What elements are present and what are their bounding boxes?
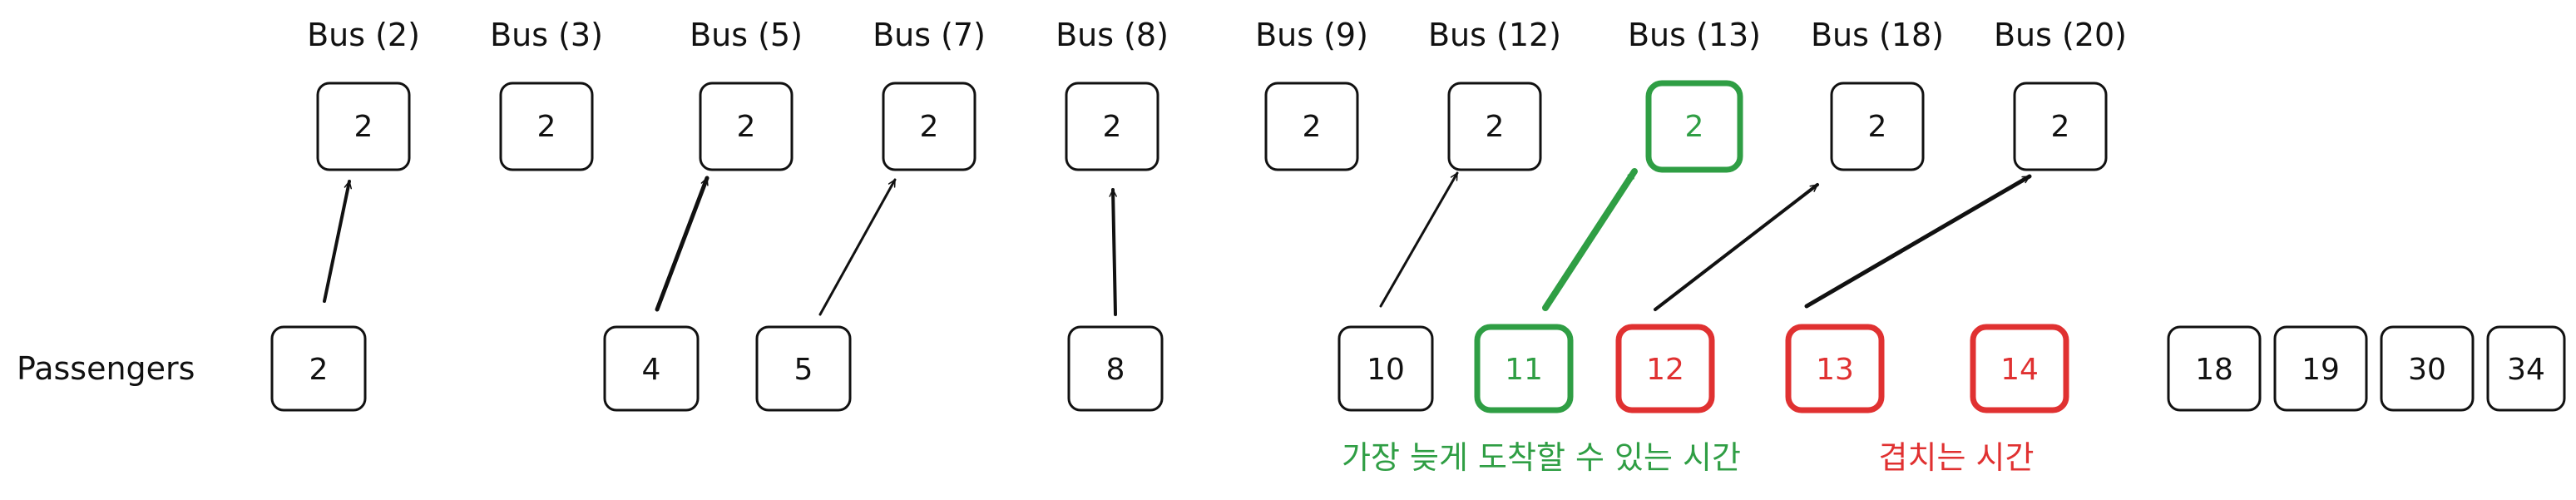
bus-label: Bus (20) (1994, 17, 2127, 53)
passenger-value: 8 (1106, 353, 1125, 387)
connection-arrows (323, 168, 2032, 316)
passenger-value: 18 (2195, 353, 2233, 387)
bus-box (1830, 82, 1925, 171)
passenger-value-red: 14 (2000, 353, 2039, 387)
passenger-box (755, 325, 852, 412)
bus-label: Bus (12) (1428, 17, 1561, 53)
passenger-box-green (1474, 324, 1574, 413)
bus-boxes (316, 80, 2108, 173)
bus-count: 2 (737, 110, 756, 144)
arrow-13-to-bus-20 (1804, 174, 2032, 309)
bus-label: Bus (3) (490, 17, 603, 53)
passenger-box-red (1970, 324, 2069, 413)
bus-label: Bus (5) (690, 17, 803, 53)
passenger-value: 34 (2507, 353, 2545, 387)
arrow-8-to-bus-8 (1109, 188, 1117, 316)
arrow-11-to-bus-13 (1542, 168, 1638, 311)
passenger-box-red (1785, 324, 1885, 413)
bus-labels: Bus (2) Bus (3) Bus (5) Bus (7) Bus (8) … (307, 17, 2127, 53)
bus-label: Bus (8) (1056, 17, 1169, 53)
passenger-box (270, 325, 367, 412)
passenger-values: 2 4 5 8 10 11 12 13 14 18 19 30 34 (309, 353, 2545, 387)
overlap-annotation: 겹치는 시간 (1879, 439, 2035, 476)
passenger-value-red: 12 (1646, 353, 1684, 387)
bus-count: 2 (1868, 110, 1887, 144)
bus-label: Bus (7) (873, 17, 986, 53)
passenger-box (2273, 325, 2368, 412)
arrow-2-to-bus-2 (323, 180, 353, 303)
passenger-box (2486, 325, 2566, 412)
arrow-4-to-bus-5 (655, 176, 710, 312)
passenger-value: 10 (1367, 353, 1405, 387)
bus-box-highlighted (1645, 80, 1743, 173)
bus-label: Bus (18) (1811, 17, 1944, 53)
bus-count: 2 (1486, 110, 1505, 144)
passenger-value: 2 (309, 353, 329, 387)
passenger-box (2167, 325, 2262, 412)
passenger-value-green: 11 (1505, 353, 1543, 387)
bus-label: Bus (9) (1255, 17, 1368, 53)
bus-count: 2 (1303, 110, 1322, 144)
bus-box (882, 82, 977, 171)
passengers-label: Passengers (17, 350, 195, 387)
bus-count: 2 (1103, 110, 1122, 144)
arrow-10-to-bus-12 (1379, 171, 1459, 308)
bus-label: Bus (13) (1628, 17, 1761, 53)
latest-arrival-annotation: 가장 늦게 도착할 수 있는 시간 (1342, 439, 1741, 476)
arrow-5-to-bus-7 (818, 178, 897, 316)
passenger-value-red: 13 (1816, 353, 1854, 387)
passenger-box (1337, 325, 1434, 412)
passenger-box (2380, 325, 2475, 412)
bus-count: 2 (920, 110, 939, 144)
bus-box (699, 82, 794, 171)
passenger-value: 19 (2302, 353, 2340, 387)
bus-count: 2 (354, 110, 373, 144)
bus-box (1065, 82, 1159, 171)
bus-label: Bus (2) (307, 17, 420, 53)
bus-count: 2 (2051, 110, 2070, 144)
bus-box (499, 82, 594, 171)
passenger-value: 4 (642, 353, 661, 387)
bus-box (316, 82, 411, 171)
passenger-value: 30 (2408, 353, 2446, 387)
bus-box (1264, 82, 1359, 171)
bus-counts: 2 2 2 2 2 2 2 2 2 2 (354, 110, 2070, 144)
passenger-box (1067, 325, 1164, 412)
arrow-12-to-bus-18 (1654, 183, 1819, 311)
passenger-box-red (1615, 324, 1715, 413)
passenger-value: 5 (794, 353, 813, 387)
passenger-box (603, 325, 700, 412)
bus-box (1447, 82, 1542, 171)
bus-box (2013, 82, 2108, 171)
passenger-boxes (270, 324, 2566, 413)
bus-count-highlighted: 2 (1685, 110, 1704, 144)
bus-count: 2 (537, 110, 556, 144)
